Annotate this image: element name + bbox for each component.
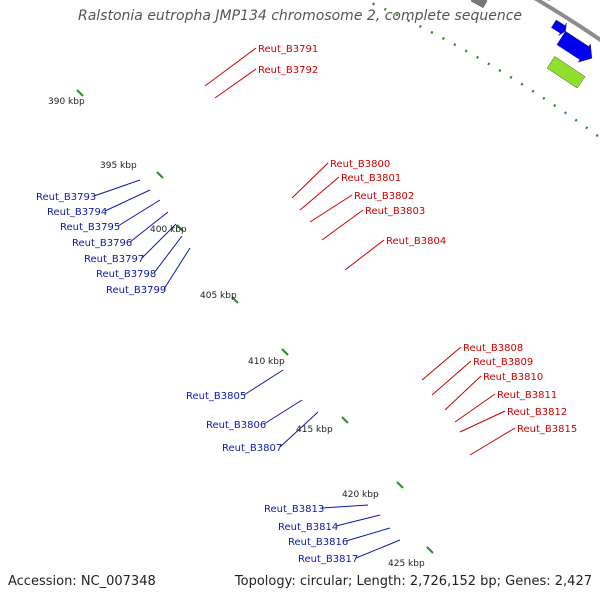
leader-reverse-9 <box>263 399 303 425</box>
gene-label-reut_b3817: Reut_B3817 <box>298 554 358 565</box>
leader-reverse-12 <box>335 514 381 527</box>
leader-forward-7 <box>344 239 385 271</box>
tick-label-6: 415 kbp <box>296 425 333 435</box>
tick-label-2: 395 kbp <box>100 161 137 171</box>
tick-label-5: 410 kbp <box>248 357 285 367</box>
leader-reverse-2 <box>104 189 151 212</box>
position-ticks: 390 kbp 395 kbp 400 kbp 405 kbp 410 kbp 415 k… <box>48 89 434 569</box>
gene-label-reut_b3814: Reut_B3814 <box>278 522 338 533</box>
chromosome-backbone <box>533 0 600 43</box>
topology-text: Topology: circular; Length: 2,726,152 bp… <box>234 574 592 589</box>
gene-label-reut_b3800: Reut_B3800 <box>330 159 390 170</box>
tick-mark-1 <box>76 89 84 97</box>
leader-forward-10 <box>444 375 482 411</box>
gene-label-reut_b3809: Reut_B3809 <box>473 357 533 368</box>
leader-reverse-11 <box>321 504 369 509</box>
gene-label-reut_b3808: Reut_B3808 <box>463 343 523 354</box>
gene-label-reut_b3812: Reut_B3812 <box>507 407 567 418</box>
map-title: Ralstonia eutropha JMP134 chromosome 2, … <box>77 8 522 24</box>
leader-reverse-14 <box>355 539 401 559</box>
tick-label-8: 425 kbp <box>388 559 425 569</box>
gene-label-reut_b3805: Reut_B3805 <box>186 391 246 402</box>
gene-label-reut_b3803: Reut_B3803 <box>365 206 425 217</box>
backbone-arc <box>533 0 600 43</box>
leader-reverse-4 <box>129 211 169 243</box>
leader-forward-1 <box>204 47 257 87</box>
gene-label-reut_b3806: Reut_B3806 <box>206 420 266 431</box>
dotted-guide-lines <box>361 0 600 140</box>
tick-label-1: 390 kbp <box>48 97 85 107</box>
leader-forward-13 <box>469 427 516 456</box>
tick-label-4: 405 kbp <box>200 291 237 301</box>
gene-label-reut_b3799: Reut_B3799 <box>106 285 166 296</box>
leader-reverse-5 <box>141 223 177 259</box>
tick-mark-2 <box>156 171 164 179</box>
tick-label-3: 400 kbp <box>150 225 187 235</box>
tick-mark-7 <box>396 481 404 489</box>
label-leader-lines <box>93 47 516 559</box>
leader-forward-8 <box>421 346 462 381</box>
gene-label-reut_b3813: Reut_B3813 <box>264 504 324 515</box>
gene-label-reut_b3811: Reut_B3811 <box>497 390 557 401</box>
tick-label-7: 420 kbp <box>342 490 379 500</box>
gene-label-reut_b3802: Reut_B3802 <box>354 191 414 202</box>
gene-26 <box>546 56 586 89</box>
gene-label-reut_b3791: Reut_B3791 <box>258 44 318 55</box>
gene-label-reut_b3815: Reut_B3815 <box>517 424 577 435</box>
gene-label-reut_b3810: Reut_B3810 <box>483 372 543 383</box>
leader-reverse-8 <box>243 369 284 396</box>
leader-reverse-6 <box>153 235 183 274</box>
gene-label-reut_b3801: Reut_B3801 <box>341 173 401 184</box>
inner-guide-dots <box>361 0 600 140</box>
leader-forward-5 <box>309 194 353 223</box>
accession-text: Accession: NC_007348 <box>8 574 156 589</box>
tick-mark-6 <box>341 416 349 424</box>
gene-label-reut_b3804: Reut_B3804 <box>386 236 446 247</box>
tick-mark-5 <box>281 348 289 356</box>
leader-reverse-13 <box>345 527 391 542</box>
gene-24 <box>551 19 567 36</box>
gene-labels: Reut_B3791Reut_B3792Reut_B3800Reut_B3801… <box>36 44 577 565</box>
leader-forward-11 <box>454 393 496 423</box>
tick-mark-4 <box>231 296 239 304</box>
gene-label-reut_b3792: Reut_B3792 <box>258 65 318 76</box>
gene-label-reut_b3798: Reut_B3798 <box>96 269 156 280</box>
gene-features <box>470 0 593 89</box>
leader-forward-6 <box>321 209 364 241</box>
tick-mark-8 <box>426 546 434 554</box>
leader-forward-12 <box>459 410 506 433</box>
leader-reverse-7 <box>163 247 191 290</box>
gene-label-reut_b3797: Reut_B3797 <box>84 254 144 265</box>
leader-reverse-10 <box>279 411 319 448</box>
gene-label-reut_b3794: Reut_B3794 <box>47 207 107 218</box>
gene-16 <box>470 0 488 9</box>
gene-label-reut_b3793: Reut_B3793 <box>36 192 96 203</box>
leader-reverse-1 <box>93 179 141 197</box>
leader-forward-3 <box>291 162 329 199</box>
leader-forward-2 <box>214 68 257 99</box>
gene-label-reut_b3796: Reut_B3796 <box>72 238 132 249</box>
gene-label-reut_b3795: Reut_B3795 <box>60 222 120 233</box>
leader-forward-9 <box>431 360 472 396</box>
gene-label-reut_b3816: Reut_B3816 <box>288 537 348 548</box>
tick-mark-3 <box>176 224 184 232</box>
leader-reverse-3 <box>117 199 161 227</box>
leader-forward-4 <box>299 176 340 211</box>
gene-label-reut_b3807: Reut_B3807 <box>222 443 282 454</box>
gene-25 <box>556 30 593 63</box>
